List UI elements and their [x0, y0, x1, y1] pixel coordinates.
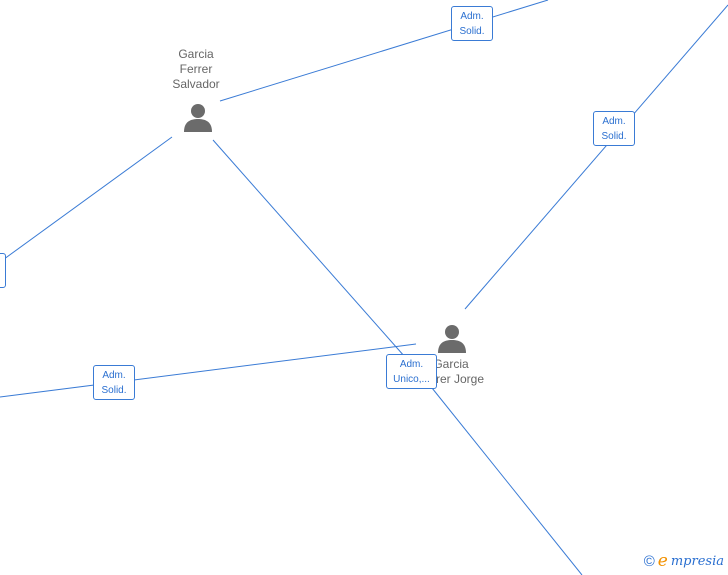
- brand-logo-text: mpresia: [670, 553, 724, 569]
- edge-salvador-top: [219, 0, 549, 102]
- role-label-partial[interactable]: [0, 253, 6, 288]
- person-name-salvador[interactable]: Garcia Ferrer Salvador: [172, 47, 220, 91]
- role-label-adm-solid[interactable]: Adm. Solid.: [451, 6, 493, 41]
- edge-jorge-topright: [464, 4, 728, 310]
- edge-jorge-left: [0, 343, 417, 398]
- role-label-adm-unico[interactable]: Adm. Unico,...: [386, 354, 437, 389]
- copyright-icon: ©: [643, 552, 655, 570]
- person-icon[interactable]: [436, 322, 468, 354]
- brand-logo-initial: e: [657, 551, 668, 571]
- role-label-adm-solid[interactable]: Adm. Solid.: [93, 365, 135, 400]
- role-label-adm-solid[interactable]: Adm. Solid.: [593, 111, 635, 146]
- edge-salvador-jorge: [212, 139, 406, 358]
- edge-salvador-left: [0, 136, 173, 263]
- edge-jorge-bottom: [427, 382, 583, 575]
- person-icon[interactable]: [182, 101, 214, 133]
